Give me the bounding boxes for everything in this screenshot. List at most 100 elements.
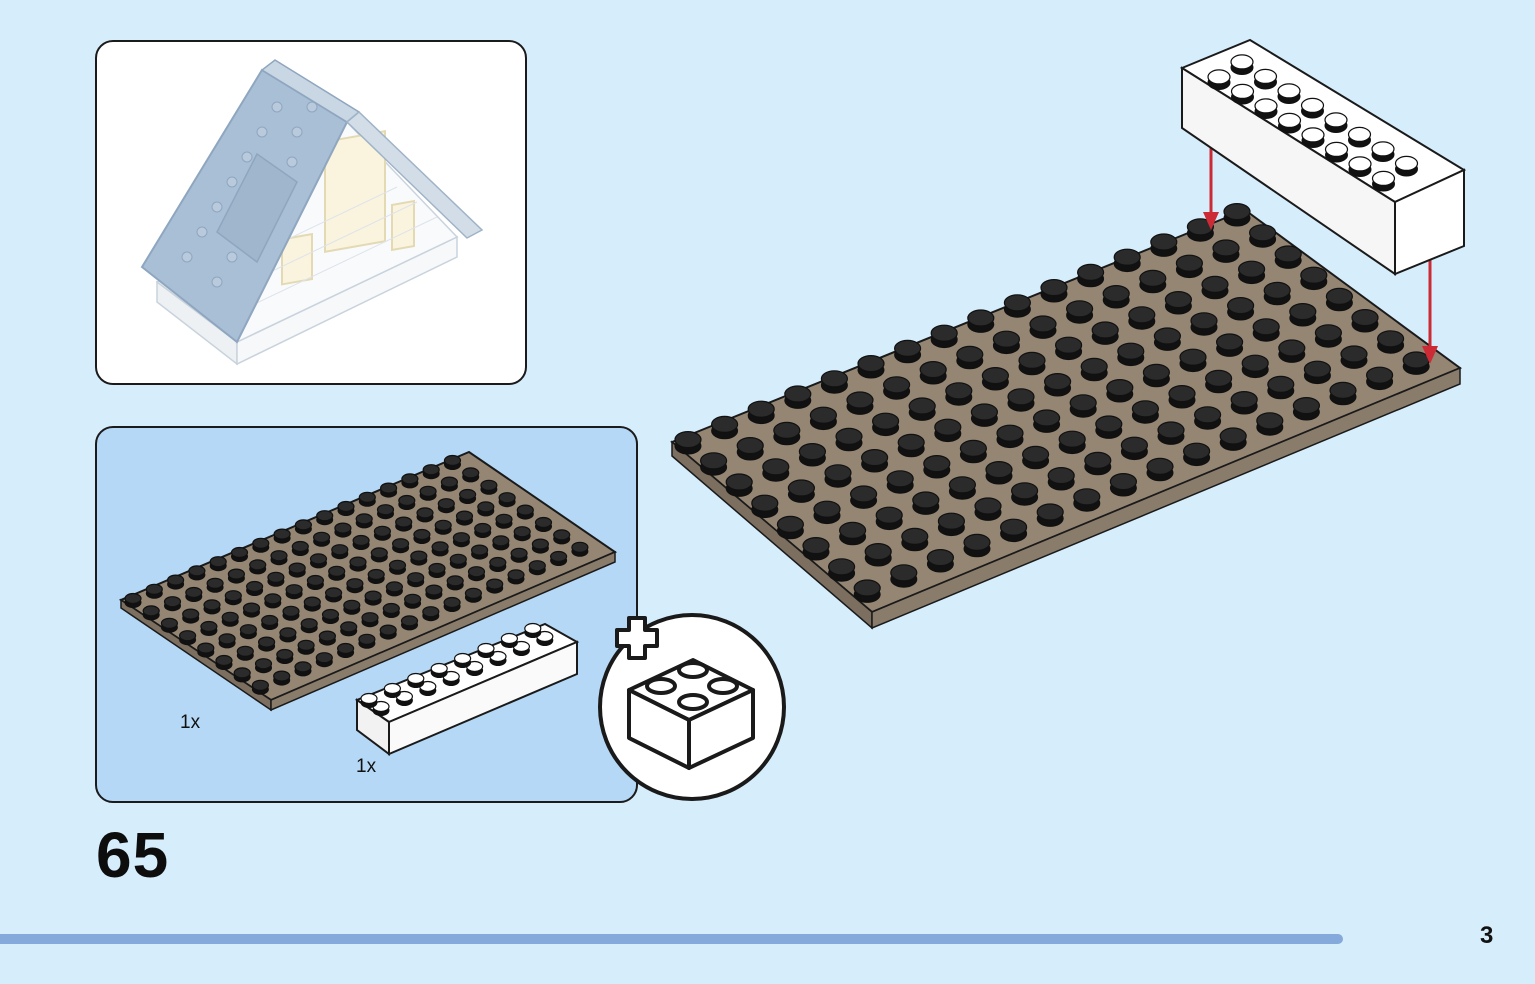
- stud-top: [297, 639, 315, 651]
- stud-top: [1376, 330, 1405, 348]
- stud-top: [861, 449, 889, 467]
- stud-top: [388, 559, 407, 571]
- stud-top: [1230, 54, 1254, 70]
- stud-top: [315, 652, 333, 664]
- stud-top: [360, 692, 378, 705]
- stud-top: [188, 565, 206, 577]
- stud-top: [747, 400, 775, 418]
- stud-top: [124, 592, 142, 605]
- stud-top: [513, 526, 531, 538]
- stud-top: [773, 421, 801, 439]
- stud-top: [246, 580, 264, 593]
- stud-top: [300, 618, 318, 630]
- stud-top: [571, 541, 589, 553]
- stud-top: [1371, 141, 1395, 157]
- page-number: 3: [1480, 922, 1494, 949]
- stud-top: [443, 454, 462, 467]
- stud-top: [251, 679, 269, 691]
- stud-top: [1120, 436, 1148, 454]
- stud-top: [236, 645, 254, 657]
- stud-top: [1252, 318, 1280, 336]
- stud-top: [1058, 430, 1086, 448]
- stud-top: [996, 424, 1024, 442]
- plate-studs: [674, 203, 1430, 603]
- stud-top: [200, 620, 218, 633]
- brick-quantity: 1x: [356, 756, 377, 777]
- parts-illustration: [118, 450, 618, 756]
- stud-top: [1146, 457, 1174, 475]
- stud-top: [985, 461, 1013, 479]
- stud-top: [1324, 141, 1349, 157]
- stud-top: [446, 575, 464, 587]
- stud-top: [398, 494, 416, 507]
- stud-top: [934, 418, 962, 436]
- stud-top: [967, 309, 995, 327]
- stud-top: [361, 612, 379, 624]
- stud-top: [492, 535, 510, 547]
- stud-top: [1102, 285, 1130, 303]
- stud-top: [1040, 279, 1068, 297]
- stud-top: [425, 584, 443, 596]
- stud-top: [864, 542, 892, 561]
- stud-top: [857, 355, 885, 373]
- stud-top: [725, 473, 753, 491]
- stud-top: [434, 519, 452, 531]
- stud-top: [802, 536, 830, 555]
- stud-top: [528, 560, 546, 572]
- stud-top: [516, 504, 534, 516]
- stud-top: [1117, 342, 1145, 360]
- stud-top: [948, 476, 976, 494]
- stud-top: [853, 579, 881, 597]
- stud-top: [1212, 239, 1240, 257]
- stud-top: [209, 556, 227, 568]
- stud-top: [422, 606, 440, 618]
- stud-top: [1301, 127, 1325, 143]
- stud-top: [1073, 488, 1101, 506]
- stud-top: [1036, 503, 1064, 521]
- stud-top: [1300, 266, 1328, 284]
- stud-top: [550, 550, 568, 563]
- stud-top: [321, 608, 340, 621]
- stud-top: [358, 633, 376, 645]
- stud-top: [839, 521, 867, 539]
- stud-top: [1106, 379, 1134, 397]
- stud-top: [331, 544, 349, 556]
- stud-top: [1033, 409, 1061, 427]
- stud-top: [285, 584, 303, 596]
- stud-top: [325, 587, 343, 599]
- stud-top: [400, 615, 419, 627]
- stud-top: [1223, 203, 1251, 221]
- stud-top: [178, 630, 197, 642]
- stud-top: [471, 544, 489, 556]
- stud-top: [1371, 170, 1396, 186]
- stud-top: [1237, 260, 1266, 278]
- stud-top: [1204, 369, 1233, 387]
- stud-top: [1182, 442, 1211, 460]
- stud-top: [1254, 98, 1278, 114]
- stud-top: [1348, 156, 1372, 172]
- stud-top: [498, 492, 516, 504]
- stud-top: [1230, 391, 1258, 409]
- stud-top: [710, 415, 739, 433]
- stud-top: [1186, 218, 1215, 236]
- stud-top: [279, 627, 297, 639]
- stud-top: [1044, 373, 1072, 391]
- stud-top: [242, 602, 261, 614]
- stud-top: [507, 569, 525, 581]
- stud-top: [233, 667, 251, 679]
- stud-top: [337, 642, 355, 655]
- stud-top: [1256, 412, 1284, 430]
- stud-top: [1003, 294, 1031, 312]
- stud-top: [273, 528, 291, 540]
- stud-top: [215, 654, 233, 667]
- stud-top: [467, 566, 486, 578]
- stud-top: [221, 611, 239, 623]
- stud-top: [464, 587, 482, 599]
- stud-top: [282, 605, 300, 617]
- stud-top: [1022, 445, 1050, 463]
- stud-top: [1365, 366, 1394, 384]
- stud-top: [440, 476, 458, 488]
- stud-top: [809, 406, 837, 424]
- stud-top: [534, 516, 553, 529]
- stud-top: [1179, 348, 1207, 366]
